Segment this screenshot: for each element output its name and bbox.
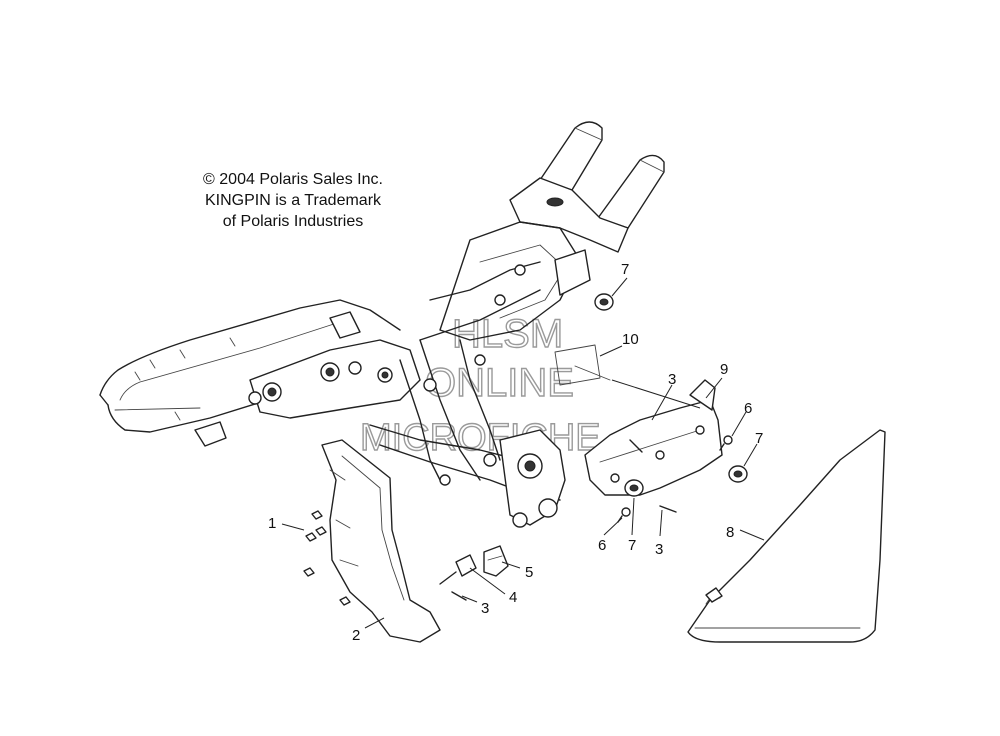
- copyright-line-1: © 2004 Polaris Sales Inc.: [203, 171, 383, 188]
- callout-9: 9: [720, 361, 728, 378]
- callout-1: 1: [268, 515, 276, 532]
- watermark-line-3: MICROFICHE: [360, 417, 601, 459]
- callout-7-lower: 7: [628, 537, 636, 554]
- callout-3-left: 3: [481, 600, 489, 617]
- frame-assembly: [99, 121, 665, 528]
- part-5-clamp: [483, 545, 509, 577]
- callout-8: 8: [726, 524, 734, 541]
- callout-7-top: 7: [621, 261, 629, 278]
- callout-6-right: 6: [744, 400, 752, 417]
- part-3-pins: [451, 439, 677, 601]
- part-10-bracket: [554, 344, 611, 386]
- part-6-screws: [617, 435, 733, 523]
- callout-labels: 7 10 3 9 6 7 8 6 7 3 1 2 3 4 5: [268, 261, 763, 644]
- callout-3-upper: 3: [668, 371, 676, 388]
- callout-3-lower: 3: [655, 541, 663, 558]
- part-7-grommet-right: [728, 465, 748, 483]
- callout-7-right: 7: [755, 430, 763, 447]
- part-7-grommet-top: [594, 293, 614, 311]
- callout-2: 2: [352, 627, 360, 644]
- leader-lines: [281, 277, 765, 629]
- watermark-line-1: HLSM: [452, 312, 563, 356]
- callout-10: 10: [622, 331, 639, 348]
- callout-5: 5: [525, 564, 533, 581]
- copyright-notice: © 2004 Polaris Sales Inc. KINGPIN is a T…: [198, 169, 388, 232]
- callout-4: 4: [509, 589, 517, 606]
- copyright-line-3: of Polaris Industries: [222, 213, 364, 230]
- part-9-bracket-plate: [584, 379, 723, 496]
- callout-6-lower: 6: [598, 537, 606, 554]
- part-1-clips: [303, 510, 351, 606]
- part-7-grommet-mid: [624, 479, 644, 497]
- part-2-left-shroud: [321, 439, 441, 643]
- part-8-side-cover: [687, 429, 886, 643]
- watermark-line-2: ONLINE: [425, 361, 574, 405]
- part-4-clip: [439, 554, 477, 585]
- copyright-line-2: KINGPIN is a Trademark: [204, 192, 382, 209]
